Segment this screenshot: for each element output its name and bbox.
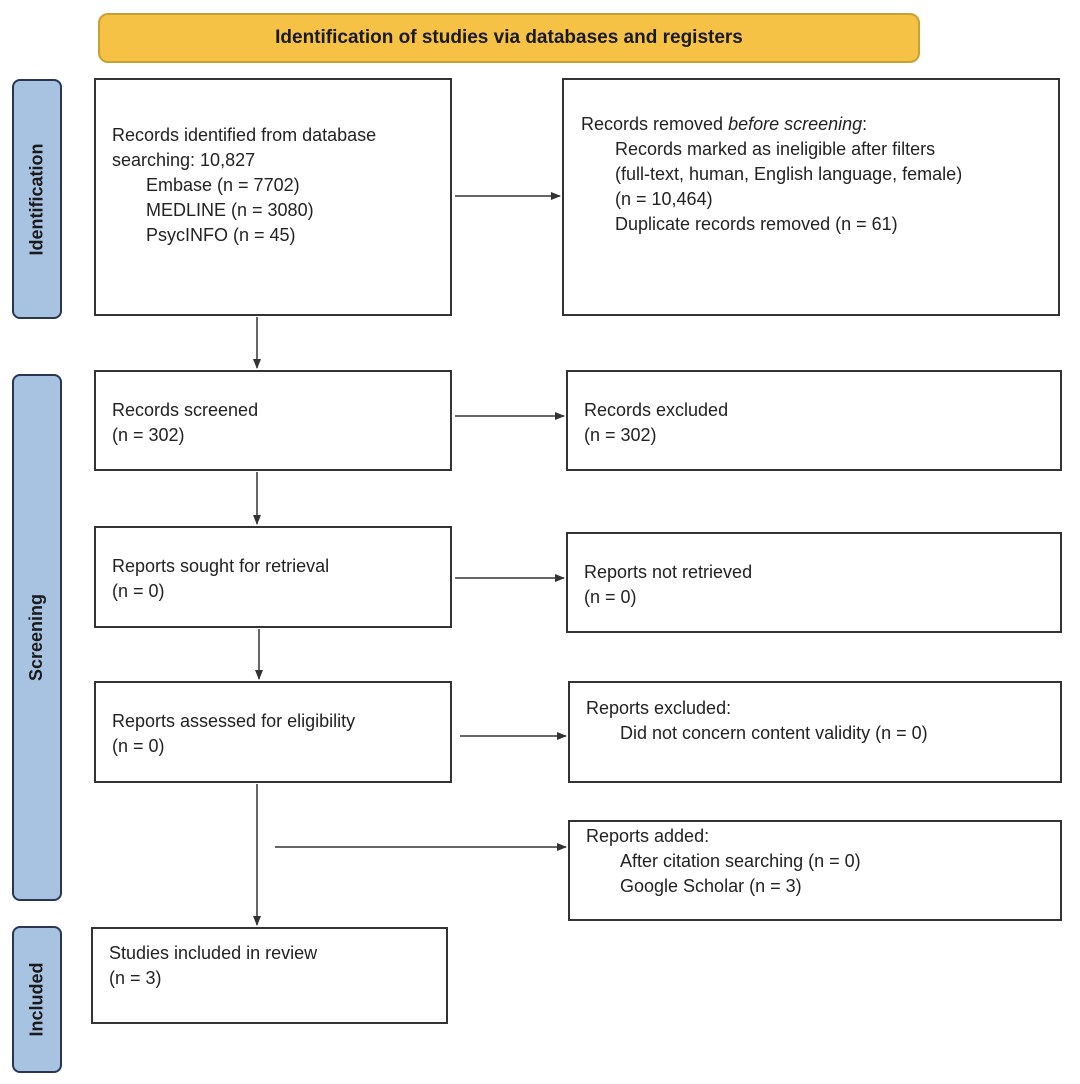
records-removed-title-suffix: : xyxy=(862,114,868,134)
records-screened-count: (n = 302) xyxy=(112,425,185,445)
records-screened-box: Records screened (n = 302) xyxy=(94,370,452,471)
reports-added-item: Google Scholar (n = 3) xyxy=(620,876,802,896)
reports-not-retrieved-title: Reports not retrieved xyxy=(584,562,753,582)
records-removed-title-emphasis: before screening xyxy=(728,114,863,134)
diagram-title-banner: Identification of studies via databases … xyxy=(98,13,920,63)
records-excluded-count: (n = 302) xyxy=(584,425,657,445)
reports-assessed-box: Reports assessed for eligibility (n = 0) xyxy=(94,681,452,783)
records-removed-item: (n = 10,464) xyxy=(615,189,713,209)
diagram-title: Identification of studies via databases … xyxy=(275,27,743,48)
studies-included-count: (n = 3) xyxy=(109,968,162,988)
records-identified-line1: Records identified from database xyxy=(112,125,377,145)
records-removed-item: Duplicate records removed (n = 61) xyxy=(615,214,898,234)
records-identified-line2: searching: 10,827 xyxy=(112,150,256,170)
reports-added-title: Reports added: xyxy=(586,826,710,846)
source-medline: MEDLINE (n = 3080) xyxy=(146,200,314,220)
reports-sought-box: Reports sought for retrieval (n = 0) xyxy=(94,526,452,628)
reports-added-box: Reports added: After citation searching … xyxy=(568,820,1062,921)
reports-not-retrieved-box: Reports not retrieved (n = 0) xyxy=(566,532,1062,633)
records-removed-item: (full-text, human, English language, fem… xyxy=(615,164,963,184)
studies-included-title: Studies included in review xyxy=(109,943,318,963)
source-psycinfo: PsycINFO (n = 45) xyxy=(146,225,296,245)
records-removed-title-prefix: Records removed xyxy=(581,114,729,134)
records-screened-title: Records screened xyxy=(112,400,259,420)
records-excluded-box: Records excluded (n = 302) xyxy=(566,370,1062,471)
phase-identification: Identification xyxy=(12,79,62,319)
reports-excluded-title: Reports excluded: xyxy=(586,698,732,718)
reports-sought-count: (n = 0) xyxy=(112,581,165,601)
reports-excluded-box: Reports excluded: Did not concern conten… xyxy=(568,681,1062,783)
records-removed-item: Records marked as ineligible after filte… xyxy=(615,139,936,159)
reports-assessed-count: (n = 0) xyxy=(112,736,165,756)
records-removed-box: Records removed before screening: Record… xyxy=(562,78,1060,316)
records-excluded-title: Records excluded xyxy=(584,400,729,420)
reports-added-item: After citation searching (n = 0) xyxy=(620,851,861,871)
reports-sought-title: Reports sought for retrieval xyxy=(112,556,330,576)
records-identified-box: Records identified from database searchi… xyxy=(94,78,452,316)
records-removed-title: Records removed before screening: xyxy=(581,112,1058,137)
phase-included: Included xyxy=(12,926,62,1073)
reports-not-retrieved-count: (n = 0) xyxy=(584,587,637,607)
source-embase: Embase (n = 7702) xyxy=(146,175,300,195)
studies-included-box: Studies included in review (n = 3) xyxy=(91,927,448,1024)
phase-screening: Screening xyxy=(12,374,62,901)
reports-assessed-title: Reports assessed for eligibility xyxy=(112,711,356,731)
reports-excluded-item: Did not concern content validity (n = 0) xyxy=(620,723,928,743)
